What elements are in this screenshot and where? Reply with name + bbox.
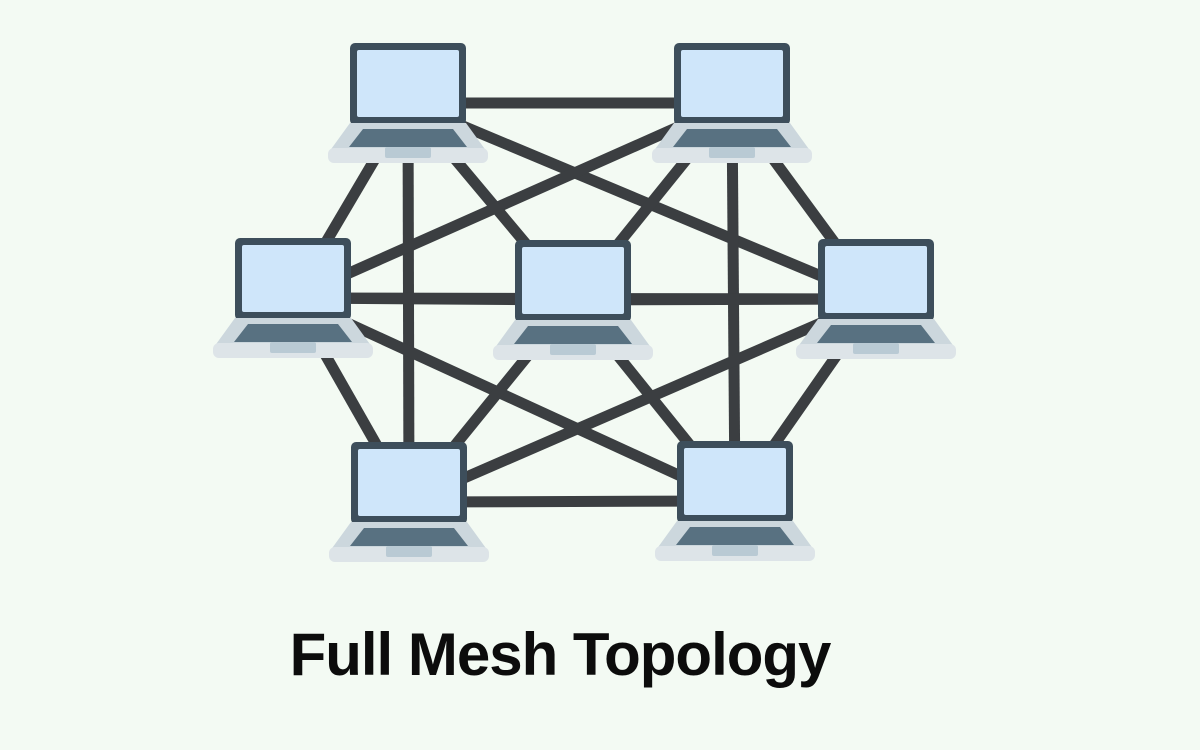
laptop-nodes <box>213 43 956 562</box>
mesh-link-top-right-middle-left <box>290 97 735 304</box>
diagram-title: Full Mesh Topology <box>289 621 832 688</box>
laptop-node-bottom-right <box>655 441 815 561</box>
mesh-link-middle-left-bottom-right <box>290 293 738 506</box>
laptop-node-top-right <box>652 43 812 163</box>
laptop-node-middle-right <box>796 239 956 359</box>
laptop-node-middle-left <box>213 238 373 358</box>
laptop-node-center <box>493 240 653 360</box>
mesh-link-middle-right-bottom-left <box>406 293 879 508</box>
mesh-link-top-left-middle-right <box>405 97 879 305</box>
laptop-node-top-left <box>328 43 488 163</box>
laptop-node-bottom-left <box>329 442 489 562</box>
